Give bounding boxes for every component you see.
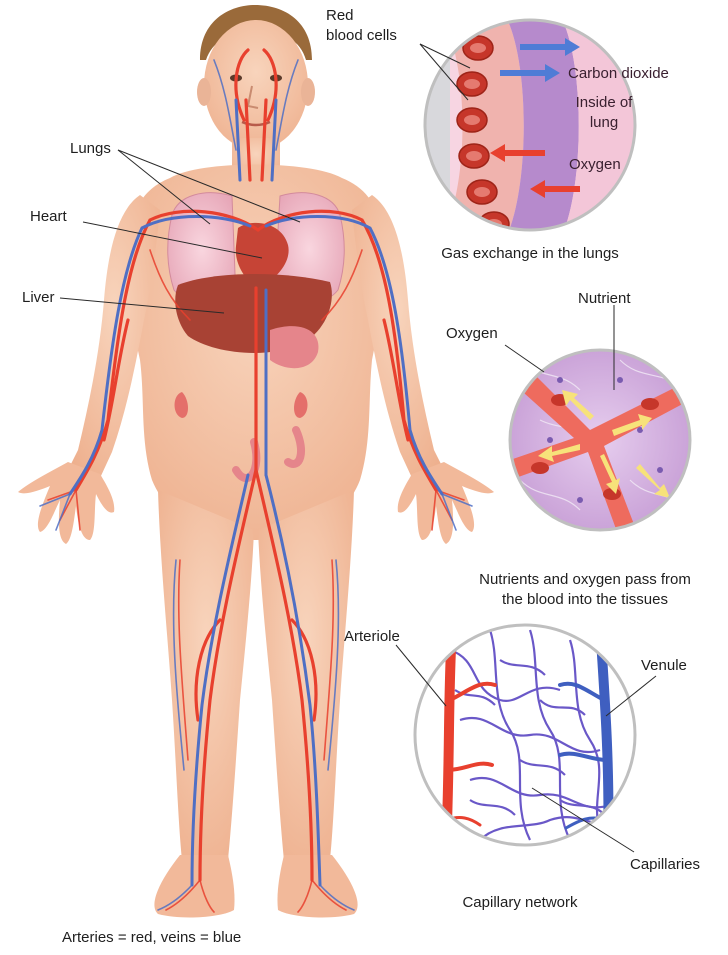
label-heart: Heart — [30, 207, 67, 226]
label-capillaries: Capillaries — [630, 855, 700, 874]
caption-nutrients-line2: the blood into the tissues — [450, 590, 720, 609]
label-red-blood-cells-line2: blood cells — [326, 26, 397, 45]
label-lungs: Lungs — [70, 139, 111, 158]
label-venule: Venule — [641, 656, 687, 675]
label-nutrient: Nutrient — [578, 289, 631, 308]
label-carbon-dioxide: Carbon dioxide — [568, 64, 669, 83]
head — [204, 20, 308, 150]
tissue-inset — [510, 350, 690, 540]
label-oxygen-lung: Oxygen — [569, 155, 621, 174]
caption-capillary-network: Capillary network — [420, 893, 620, 912]
caption-legend: Arteries = red, veins = blue — [62, 928, 241, 947]
label-red-blood-cells-line1: Red — [326, 6, 354, 25]
label-oxygen-tissue: Oxygen — [446, 324, 498, 343]
leader-oxygen-tissue — [505, 345, 544, 372]
caption-nutrients-line1: Nutrients and oxygen pass from — [450, 570, 720, 589]
label-liver: Liver — [22, 288, 55, 307]
capillary-network-inset — [415, 625, 635, 850]
stomach — [270, 326, 318, 368]
caption-gas-exchange: Gas exchange in the lungs — [400, 244, 660, 263]
label-inside-lung-line1: Inside of — [560, 93, 648, 112]
label-arteriole: Arteriole — [344, 627, 400, 646]
label-inside-lung-line2: lung — [560, 113, 648, 132]
